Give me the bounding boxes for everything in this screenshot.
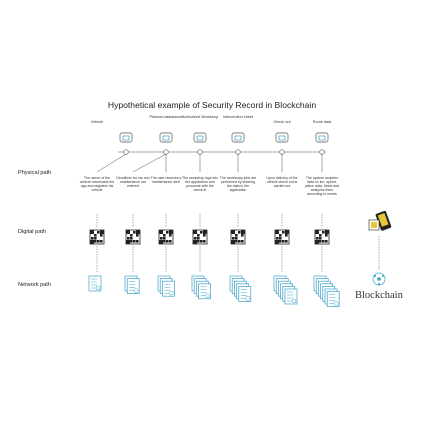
step-label: Intervention sheet — [222, 115, 254, 119]
timeline-node — [235, 149, 241, 155]
connector-line — [132, 153, 167, 173]
row-label-network: Network path — [18, 282, 51, 288]
step-description: Upon delivery of the vehicle check out i… — [266, 176, 298, 189]
step-label: Planned assistance — [149, 115, 183, 119]
step-description: The necessary jobs are performed by ente… — [219, 176, 257, 193]
timeline-node — [123, 149, 129, 155]
document-stack — [88, 275, 102, 292]
document-stack — [157, 275, 175, 297]
step-label: Authorized Workshop — [181, 115, 219, 119]
blockchain-label: Blockchain — [355, 290, 403, 301]
step-description: The system acquires data on km, speed, p… — [304, 176, 340, 197]
step-description: The workshop logs into the application a… — [182, 176, 218, 193]
document-stack — [229, 275, 252, 302]
step-description: The user receives a maintenance alert — [150, 176, 182, 185]
qr-code-icon — [230, 229, 246, 245]
car-icon — [119, 132, 133, 143]
timeline-node — [319, 149, 325, 155]
document-stack — [273, 275, 298, 305]
qr-code-icon — [89, 229, 105, 245]
timeline-node — [279, 149, 285, 155]
document-stack — [313, 275, 340, 307]
step-label: Route data — [312, 120, 332, 124]
qr-code-icon — [314, 229, 330, 245]
smartphone-qr-icon — [368, 210, 392, 231]
blockchain-network-icon — [372, 272, 386, 286]
step-description: The owner of the vehicle downloads the a… — [79, 176, 115, 193]
qr-code-icon — [125, 229, 141, 245]
row-label-digital: Digital path — [18, 229, 46, 235]
document-stack — [191, 275, 211, 300]
step-description: Deadlines for car rect maintenance are e… — [116, 176, 150, 189]
timeline-node — [163, 149, 169, 155]
qr-code-icon — [274, 229, 290, 245]
car-check-icon — [275, 132, 289, 143]
row-label-physical: Physical path — [18, 170, 52, 176]
route-doc-icon — [315, 132, 329, 143]
step-label: Vehicle — [90, 120, 104, 124]
timeline-node — [197, 149, 203, 155]
diagram-title: Hypothetical example of Security Record … — [107, 100, 317, 110]
clipboard-icon — [231, 132, 245, 143]
wrench-icon — [159, 132, 173, 143]
step-label: Check out — [273, 120, 291, 124]
workshop-truck-icon — [193, 132, 207, 143]
connector-line — [96, 153, 127, 173]
qr-code-icon — [192, 229, 208, 245]
qr-code-icon — [158, 229, 174, 245]
document-stack — [124, 275, 140, 294]
